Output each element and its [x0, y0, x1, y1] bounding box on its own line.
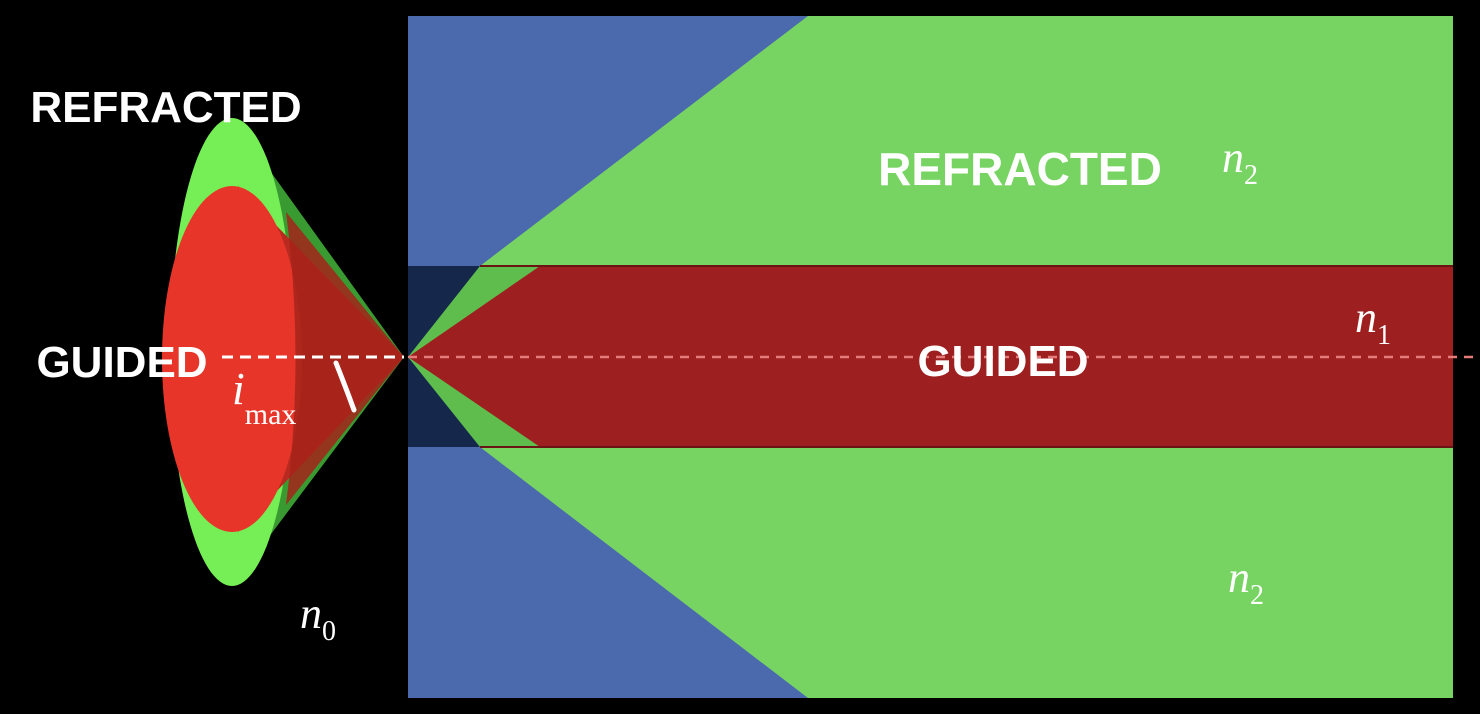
guided-region	[408, 266, 1453, 447]
label-n2-bottom: n2	[1228, 553, 1264, 611]
refracted-region-bottom	[480, 447, 1453, 698]
label-i-max: imax	[232, 363, 296, 431]
angle-arc	[333, 360, 357, 413]
guided-cone-base	[162, 186, 302, 532]
label-guided-left: GUIDED	[36, 338, 207, 387]
label-refracted-right: REFRACTED	[878, 143, 1162, 195]
label-refracted-left: REFRACTED	[30, 83, 301, 132]
label-n2-top: n2	[1222, 133, 1258, 191]
label-n1: n1	[1355, 293, 1391, 351]
label-guided-right: GUIDED	[917, 337, 1088, 386]
label-n0: n0	[300, 589, 336, 647]
guided-cone-shade	[286, 212, 404, 505]
refracted-region-top	[480, 16, 1453, 266]
